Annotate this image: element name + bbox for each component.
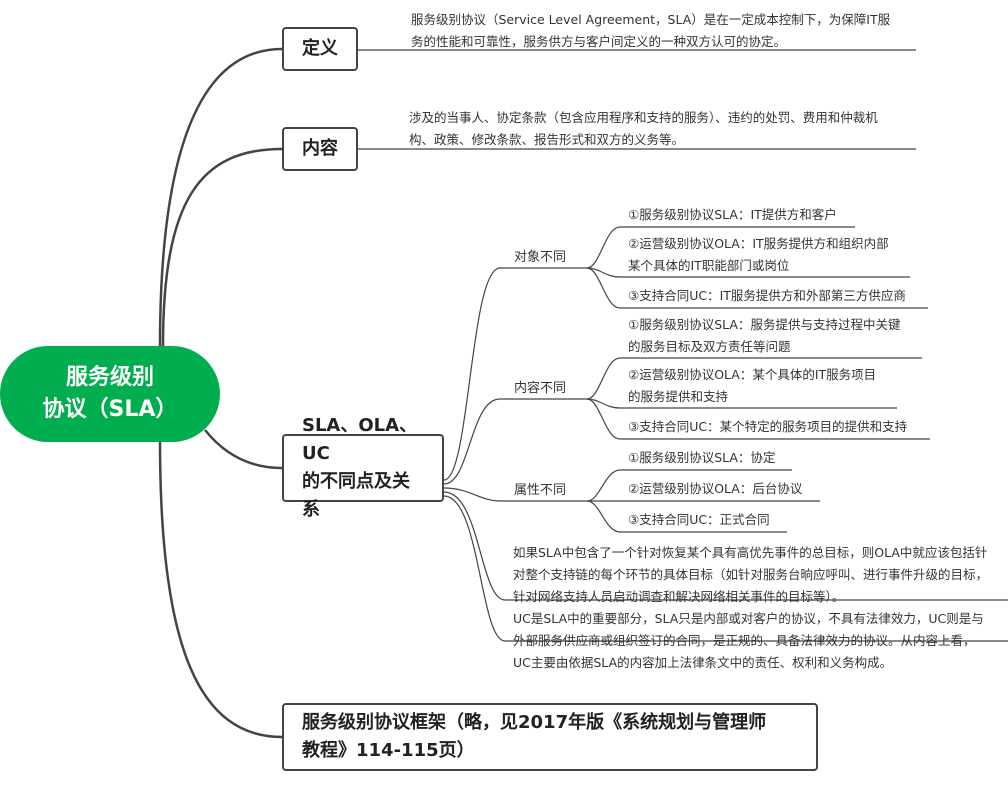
- node-label: 内容: [302, 138, 338, 159]
- leaf-item[interactable]: ②运营级别协议OLA：某个具体的IT服务项目的服务提供和支持: [628, 367, 877, 404]
- root-label-line1: 服务级别: [65, 365, 154, 390]
- node-label: SLA、OLA、UC: [302, 415, 418, 464]
- content-text: 涉及的当事人、协定条款（包含应用程序和支持的服务）、违约的处罚、费用和仲裁机构、…: [409, 110, 878, 147]
- root-node[interactable]: 服务级别协议（SLA）: [0, 346, 220, 442]
- group-label-objects[interactable]: 对象不同: [514, 250, 567, 265]
- leaf-item[interactable]: ③支持合同UC：IT服务提供方和外部第三方供应商: [628, 288, 906, 303]
- node-label: 的不同点及关系: [302, 471, 410, 520]
- leaf-item[interactable]: ②运营级别协议OLA：IT服务提供方和组织内部某个具体的IT职能部门或岗位: [628, 236, 889, 273]
- note-sla-ola[interactable]: 如果SLA中包含了一个针对恢复某个具有高优先事件的总目标，则OLA中就应该包括针…: [513, 545, 989, 604]
- leaf-item[interactable]: ②运营级别协议OLA：后台协议: [628, 481, 803, 496]
- node-framework[interactable]: 服务级别协议框架（略，见2017年版《系统规划与管理师教程》114-115页）: [282, 703, 818, 771]
- node-comparison[interactable]: SLA、OLA、UC 的不同点及关系: [282, 415, 444, 520]
- note-uc[interactable]: UC是SLA中的重要部分，SLA只是内部或对客户的协议，不具有法律效力，UC则是…: [513, 611, 984, 670]
- node-definition[interactable]: 定义: [282, 27, 358, 71]
- connector-framework: [158, 441, 283, 739]
- node-label: 教程》114-115页）: [302, 740, 475, 761]
- leaf-item[interactable]: ①服务级别协议SLA：服务提供与支持过程中关键的服务目标及双方责任等问题: [628, 317, 901, 354]
- leaf-item[interactable]: ①服务级别协议SLA：协定: [628, 450, 776, 465]
- root-label-line2: 协议（SLA）: [42, 397, 178, 422]
- node-label: 定义: [302, 38, 338, 59]
- leaf-item[interactable]: ③支持合同UC：正式合同: [628, 512, 770, 527]
- group-label-attributes[interactable]: 属性不同: [514, 483, 567, 498]
- connector-definition: [158, 47, 283, 347]
- node-content[interactable]: 内容: [282, 127, 358, 171]
- group-label-content[interactable]: 内容不同: [514, 381, 567, 396]
- connector-content: [161, 147, 283, 347]
- definition-text: 服务级别协议（Service Level Agreement，SLA）是在一定成…: [411, 12, 891, 49]
- connector-comparison: [204, 429, 283, 470]
- node-label: 服务级别协议框架（略，见2017年版《系统规划与管理师: [302, 712, 767, 733]
- leaf-item[interactable]: ③支持合同UC：某个特定的服务项目的提供和支持: [628, 419, 908, 434]
- leaf-item[interactable]: ①服务级别协议SLA：IT提供方和客户: [628, 207, 837, 222]
